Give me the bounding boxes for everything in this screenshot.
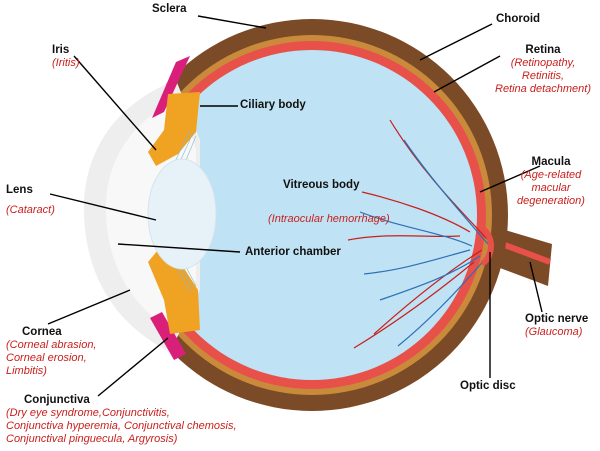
conjunctiva-lower: [150, 312, 186, 360]
label-choroid-title: Choroid: [496, 13, 541, 25]
label-iris-title: Iris: [52, 44, 70, 56]
label-iris-detail: (Iritis): [52, 57, 80, 69]
label-cornea-detail-3: Limbitis): [6, 365, 47, 377]
iris-upper-shape: [148, 92, 200, 166]
lens-shape: [147, 158, 217, 270]
label-vitreous-body-disease: (Intraocular hemorrhage): [268, 213, 390, 226]
label-lens: Lens (Cataract): [6, 184, 55, 217]
label-sclera-title: Sclera: [152, 3, 187, 15]
label-macula-detail-3: degeneration): [517, 195, 585, 207]
label-cornea-title: Cornea: [22, 326, 62, 338]
leader-lines: [47, 15, 543, 397]
label-optic-disc: Optic disc: [460, 380, 516, 393]
label-cornea-detail-2: Corneal erosion,: [6, 352, 87, 364]
label-conjunctiva: Conjunctiva (Dry eye syndrome,Conjunctiv…: [6, 394, 237, 446]
label-retina-detail-1: (Retinopathy,: [510, 57, 576, 69]
optic-disc-shape: [480, 225, 494, 267]
label-retina-title: Retina: [525, 44, 561, 56]
retinal-vessels: [347, 119, 489, 349]
label-vitreous-body-title: Vitreous body: [283, 179, 360, 191]
label-conjunctiva-title: Conjunctiva: [24, 394, 90, 406]
label-retina-detail-3: Retina detachment): [495, 83, 591, 95]
conjunctiva-upper: [152, 56, 190, 118]
label-conjunctiva-detail-3: Conjunctival pinguecula, Argyrosis): [6, 433, 178, 445]
label-choroid: Choroid: [496, 13, 540, 26]
label-cornea: Cornea (Corneal abrasion, Corneal erosio…: [6, 326, 97, 378]
label-optic-nerve-detail: (Glaucoma): [525, 326, 583, 338]
label-anterior-chamber-title: Anterior chamber: [245, 246, 341, 258]
label-lens-title: Lens: [6, 184, 33, 196]
label-vitreous-body: Vitreous body: [283, 179, 359, 192]
label-optic-nerve: Optic nerve (Glaucoma): [525, 313, 588, 339]
label-anterior-chamber: Anterior chamber: [245, 246, 341, 259]
label-macula: Macula (Age-related macular degeneration…: [504, 156, 598, 208]
label-macula-detail-1: (Age-related: [520, 169, 582, 181]
label-optic-nerve-title: Optic nerve: [525, 313, 589, 325]
label-conjunctiva-detail-2: Conjunctiva hyperemia, Conjunctival chem…: [6, 420, 237, 432]
label-macula-detail-2: macular: [531, 182, 571, 194]
label-ciliary-body-title: Ciliary body: [240, 99, 306, 111]
label-cornea-detail-1: (Corneal abrasion,: [6, 339, 97, 351]
label-macula-title: Macula: [531, 156, 571, 168]
label-conjunctiva-detail-1: (Dry eye syndrome,Conjunctivitis,: [6, 407, 170, 419]
label-retina: Retina (Retinopathy, Retinitis, Retina d…: [492, 44, 594, 96]
label-iris: Iris (Iritis): [52, 44, 80, 70]
label-sclera: Sclera: [152, 3, 187, 16]
label-optic-disc-title: Optic disc: [460, 380, 516, 392]
label-retina-detail-2: Retinitis,: [521, 70, 565, 82]
label-vitreous-body-detail: (Intraocular hemorrhage): [268, 213, 390, 225]
label-ciliary-body: Ciliary body: [240, 99, 306, 112]
iris-lower-shape: [148, 250, 200, 334]
vitreous-shape: [147, 50, 477, 380]
label-lens-detail: (Cataract): [6, 204, 55, 216]
